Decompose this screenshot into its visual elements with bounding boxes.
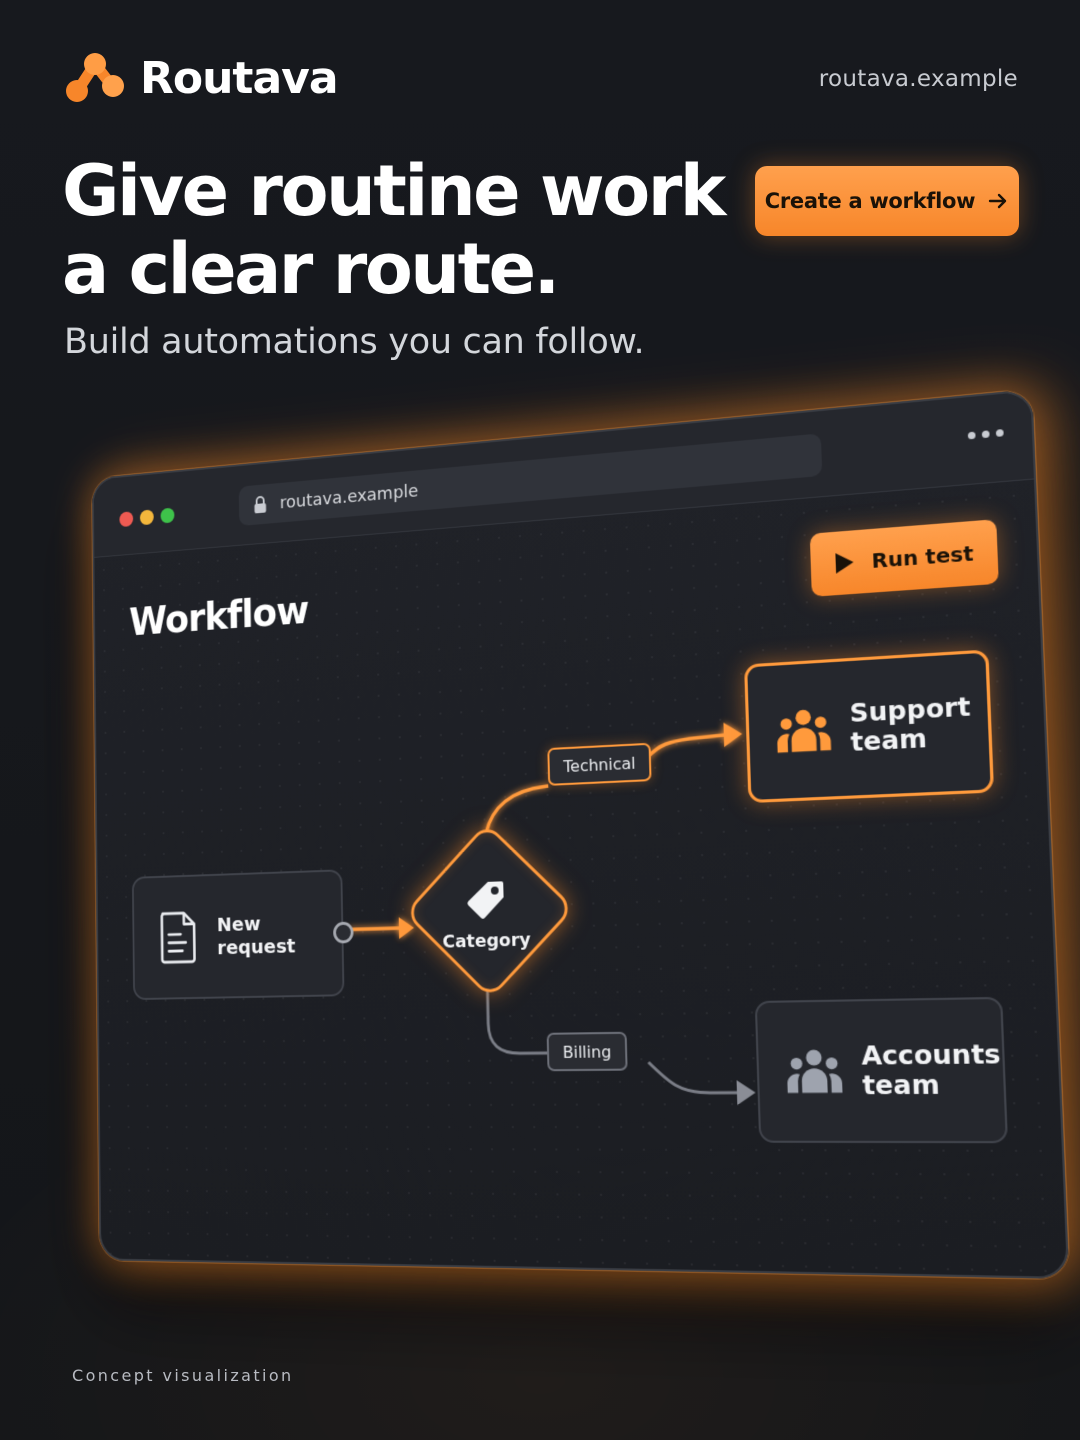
accounts-team-label: Accounts team	[861, 1040, 1004, 1101]
menu-dot	[996, 429, 1004, 437]
document-icon	[158, 909, 198, 965]
lock-icon	[253, 495, 267, 515]
accounts-team-line-2: team	[862, 1070, 1004, 1101]
maximize-window-dot[interactable]	[160, 508, 174, 524]
category-decision-content: Category	[409, 867, 564, 961]
billing-condition-label[interactable]: Billing	[547, 1032, 628, 1071]
edge-technical-branch	[482, 722, 746, 845]
browser-window: routava.example Workflow Run test	[92, 389, 1070, 1279]
run-test-button[interactable]: Run test	[810, 519, 999, 597]
address-bar[interactable]: routava.example	[239, 433, 823, 526]
new-request-label: New request	[217, 909, 342, 959]
new-request-node[interactable]: New request	[132, 869, 345, 1000]
tag-icon	[465, 878, 506, 921]
minimize-window-dot[interactable]	[140, 509, 154, 525]
workflow-title: Workflow	[129, 588, 309, 644]
play-icon	[834, 551, 856, 575]
menu-dot	[982, 430, 990, 438]
support-team-node[interactable]: Support team	[744, 649, 994, 803]
accounts-team-line-1: Accounts	[861, 1040, 1003, 1071]
menu-dot	[968, 432, 976, 440]
close-window-dot[interactable]	[119, 511, 133, 527]
technical-condition-label[interactable]: Technical	[547, 743, 652, 786]
more-dots-icon[interactable]	[968, 429, 1004, 439]
output-port[interactable]	[333, 922, 354, 944]
concept-footnote: Concept visualization	[72, 1366, 294, 1385]
support-team-label: Support team	[849, 692, 989, 758]
address-bar-url: routava.example	[280, 480, 419, 512]
team-icon	[775, 704, 832, 756]
support-team-line-2: team	[850, 721, 989, 757]
accounts-team-node[interactable]: Accounts team	[755, 997, 1008, 1143]
edge-request-to-category	[349, 917, 415, 940]
run-test-label: Run test	[871, 541, 974, 573]
team-icon	[785, 1046, 843, 1097]
category-label: Category	[442, 929, 531, 952]
